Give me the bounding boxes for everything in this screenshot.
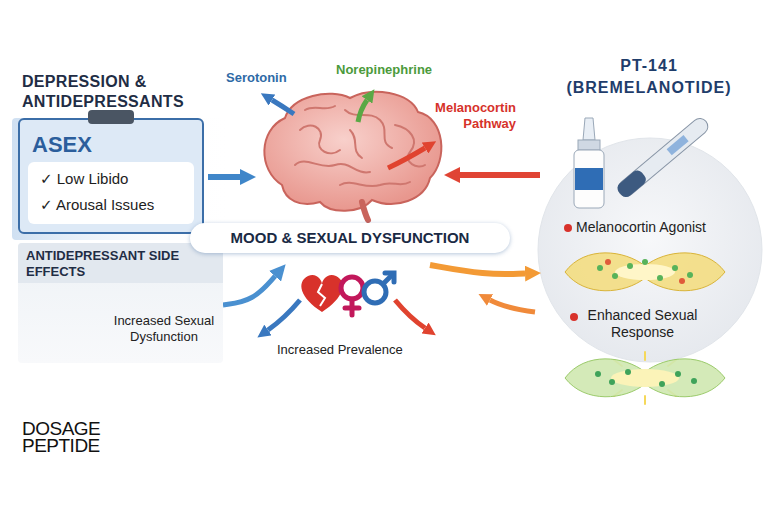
norepinephrine-arrow bbox=[358, 100, 367, 122]
swoosh-arrow bbox=[490, 300, 535, 312]
panel-heading: ANTIDEPRESSANT SIDE EFFECTS bbox=[26, 248, 216, 280]
flow-arrow bbox=[460, 172, 540, 178]
swoosh-arrow bbox=[268, 300, 300, 330]
section-heading: DEPRESSION & ANTIDEPRESSANTS bbox=[22, 72, 208, 112]
bullet-text: Melanocortin Agonist bbox=[576, 218, 706, 236]
nasal-spray bbox=[574, 118, 604, 208]
clipboard-group: DEPRESSION & ANTIDEPRESSANTS ASEX ✓ Low Li… bbox=[18, 72, 208, 237]
side-effects-panel: ANTIDEPRESSANT SIDE EFFECTS Increased Sex… bbox=[18, 243, 223, 363]
blue-panel bbox=[12, 118, 234, 240]
brain bbox=[264, 92, 441, 220]
flow-arrow bbox=[430, 265, 525, 274]
panel-heading: PT-141 (BREMELANOTIDE) bbox=[559, 55, 739, 99]
effect-label: Increased Prevalence bbox=[277, 342, 403, 357]
clipboard-clip bbox=[88, 110, 134, 124]
pathway-label: Melanocortin Pathway bbox=[408, 100, 516, 132]
pathway-label: Serotonin bbox=[226, 70, 287, 85]
melanocortin-arrow bbox=[388, 148, 425, 168]
broken-heart bbox=[301, 275, 342, 312]
synapse-glow bbox=[565, 352, 725, 404]
bullet-text: Enhanced Sexual Response bbox=[580, 307, 705, 341]
mood-hub: MOOD & SEXUAL DYSFUNCTION bbox=[255, 95, 445, 265]
watermark: DOSAGE PEPTIDE bbox=[22, 420, 122, 454]
bullet-dot bbox=[564, 224, 572, 232]
effect-text: Increased Sexual Dysfunction bbox=[108, 313, 220, 345]
pt141-panel: PT-141 (BREMELANOTIDE) Melanocortin Agoni… bbox=[540, 55, 758, 425]
bullet-dot bbox=[570, 313, 578, 321]
swoosh-arrow bbox=[395, 300, 425, 328]
check-item: ✓ Low Libido bbox=[40, 169, 128, 188]
check-item: ✓ Arousal Issues bbox=[40, 195, 154, 214]
clipboard-title: ASEX bbox=[32, 132, 92, 158]
pathway-label: Norepinephrine bbox=[336, 62, 432, 77]
synapse bbox=[565, 253, 725, 291]
serotonin-arrow bbox=[272, 100, 294, 114]
center-band: MOOD & SEXUAL DYSFUNCTION bbox=[190, 223, 510, 253]
flow-arrow bbox=[223, 276, 275, 305]
flow-arrow bbox=[208, 174, 240, 180]
injection-pen bbox=[615, 115, 711, 199]
gender-symbols bbox=[341, 273, 394, 315]
